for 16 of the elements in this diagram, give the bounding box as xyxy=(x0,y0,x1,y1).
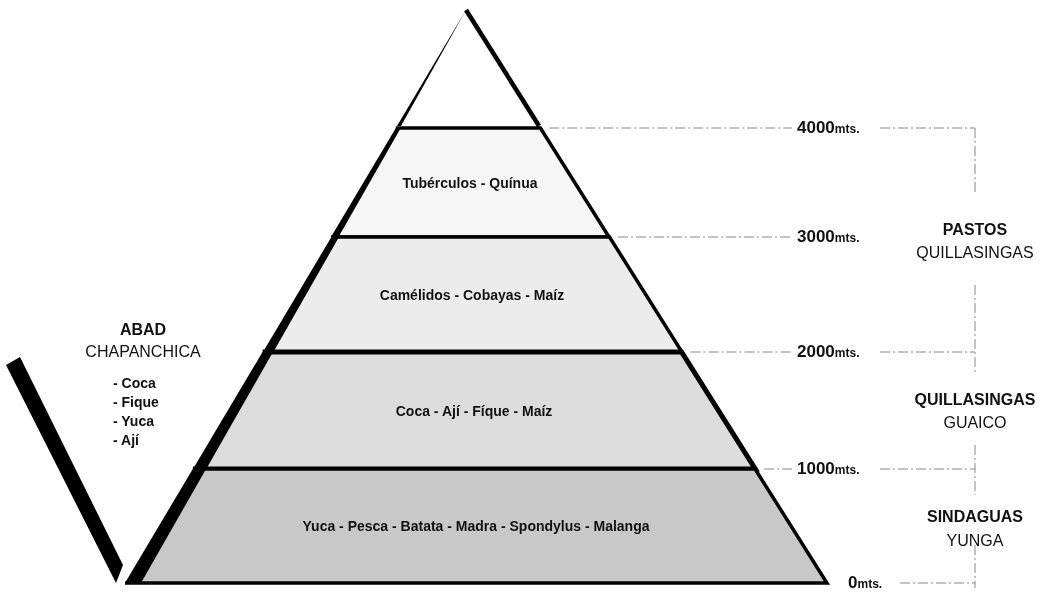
group-heading: QUILLASINGAS xyxy=(914,391,1036,409)
group-heading: - Yuca xyxy=(113,413,154,429)
group-subheading: QUILLASINGAS xyxy=(916,244,1034,262)
group-heading: - Coca xyxy=(113,375,156,391)
elevation-label: 3000mts. xyxy=(797,227,860,247)
group-heading: - Fique xyxy=(113,394,159,410)
group-heading: SINDAGUAS xyxy=(927,508,1023,526)
group-heading: - Ají xyxy=(113,432,139,448)
group-heading: ABAD xyxy=(119,321,167,339)
elevation-label: 0mts. xyxy=(848,573,883,593)
elevation-label: 2000mts. xyxy=(797,342,860,362)
group-subheading: CHAPANCHICA xyxy=(85,343,201,361)
group-heading: PASTOS xyxy=(942,221,1008,239)
group-subheading: GUAICO xyxy=(943,414,1007,432)
elevation-label: 4000mts. xyxy=(797,118,860,138)
group-subheading: YUNGA xyxy=(946,532,1004,550)
